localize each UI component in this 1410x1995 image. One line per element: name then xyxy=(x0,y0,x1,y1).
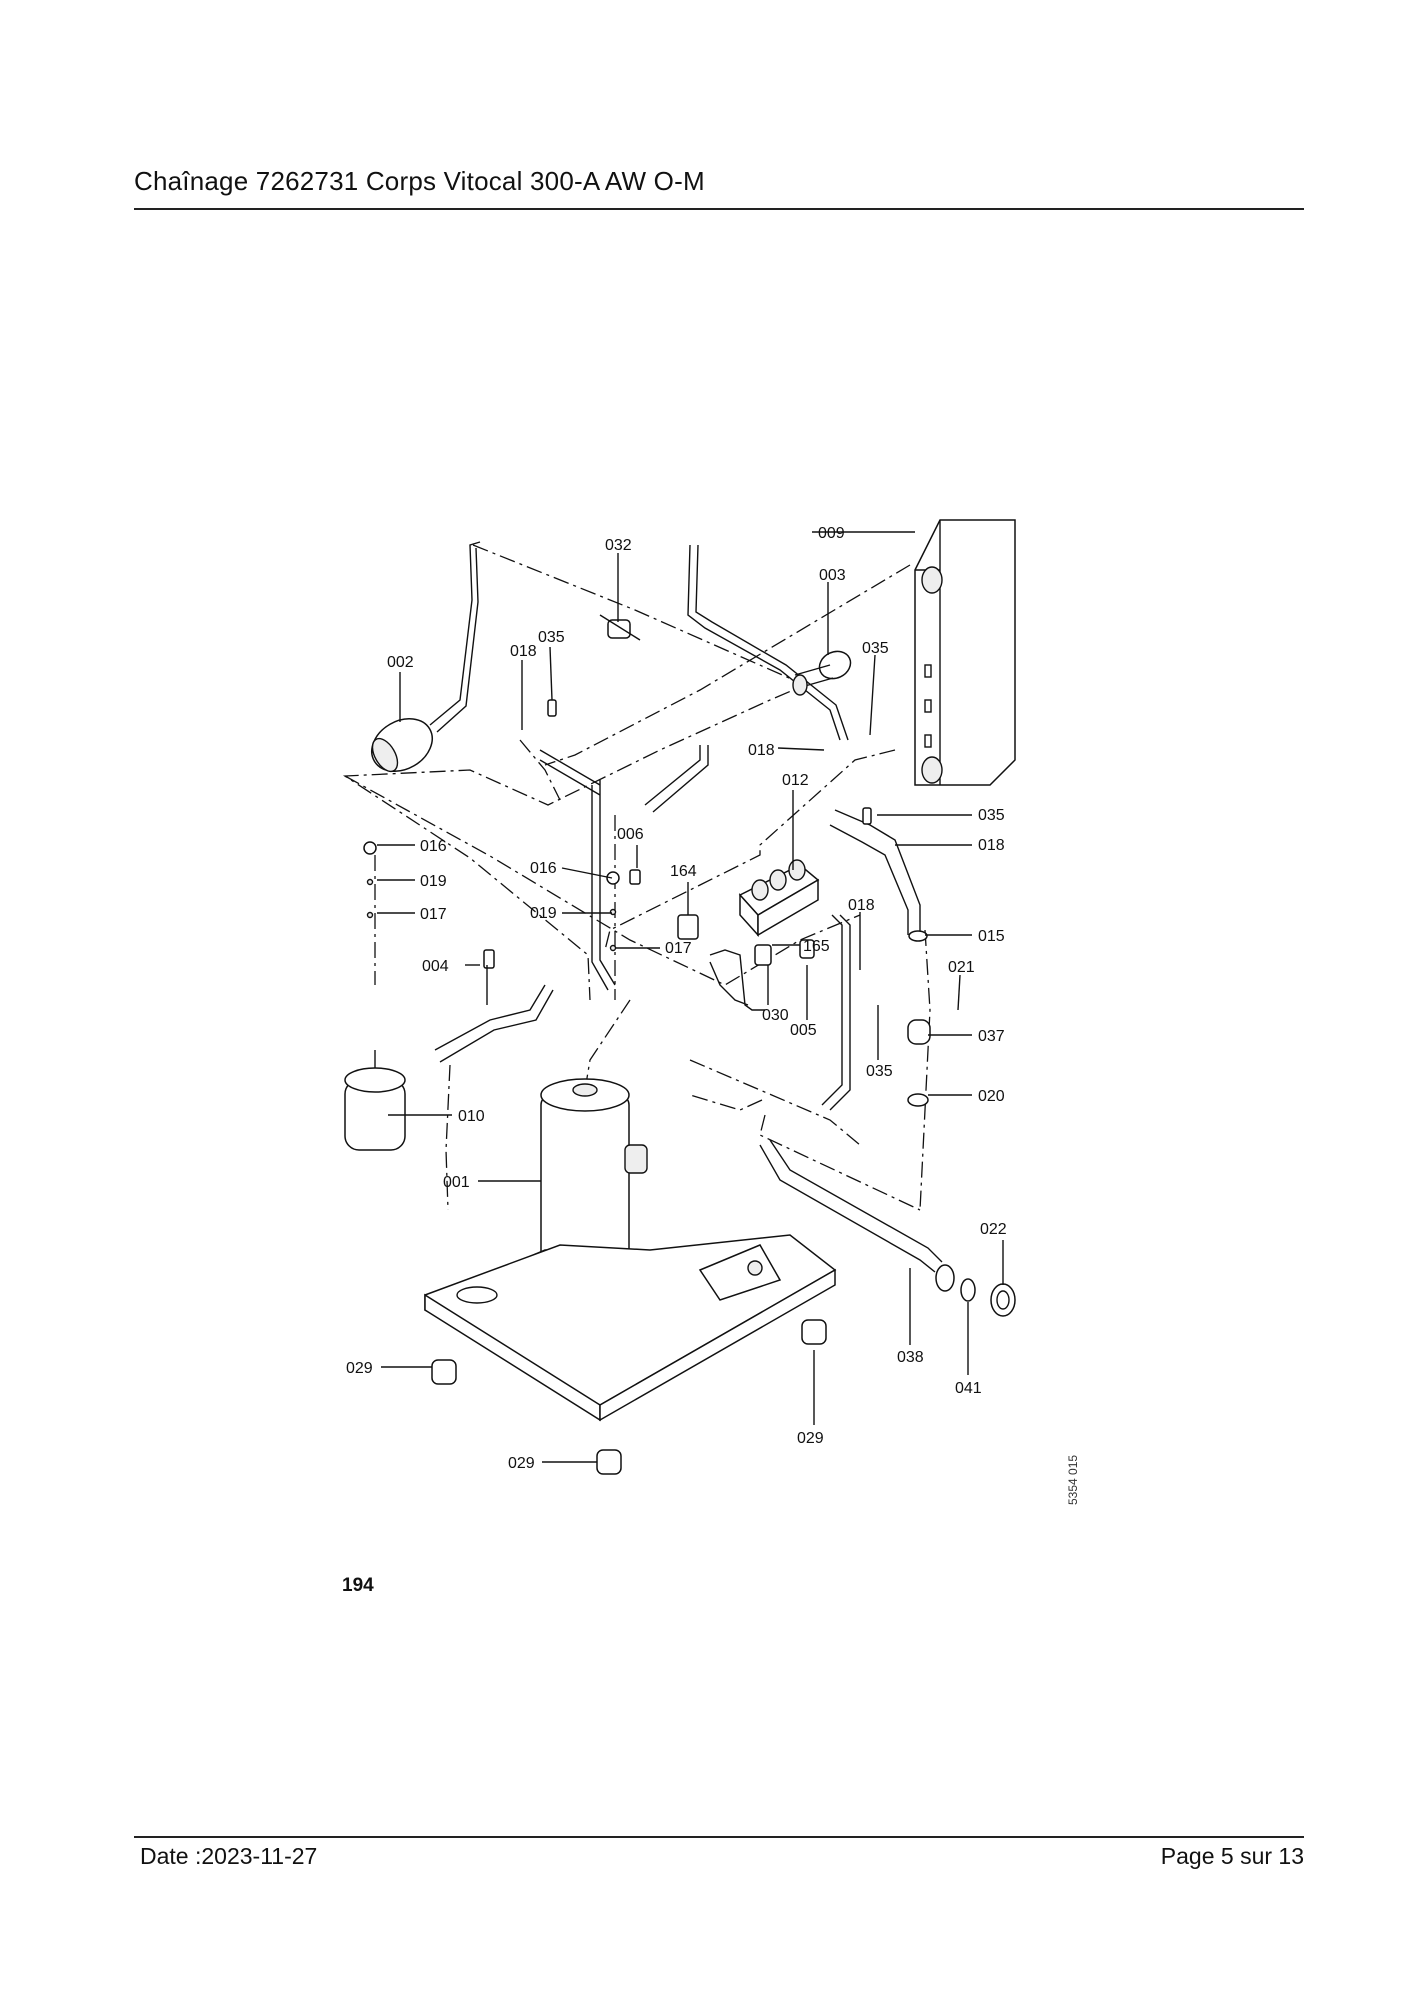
filter-drier-icon xyxy=(371,541,481,773)
footer-page-number: Page 5 sur 13 xyxy=(1160,1843,1304,1869)
callout-label: 029 xyxy=(797,1430,824,1447)
callout-label: 002 xyxy=(387,654,414,671)
rubber-feet-icons xyxy=(431,1319,827,1475)
solenoid-165-icon xyxy=(709,944,772,1011)
callout-label: 012 xyxy=(782,772,809,789)
page-title: Chaînage 7262731 Corps Vitocal 300-A AW … xyxy=(134,166,705,196)
drawing-code: 5354 015 xyxy=(1066,1454,1080,1505)
callout-label: 035 xyxy=(978,807,1005,824)
callout-label: 006 xyxy=(617,826,644,843)
four-way-valve-icon xyxy=(738,859,820,937)
callout-label: 035 xyxy=(862,640,889,657)
callout-label: 038 xyxy=(897,1349,924,1366)
callout-label: 020 xyxy=(978,1088,1005,1105)
callout-label: 021 xyxy=(948,959,975,976)
callout-label: 165 xyxy=(803,938,830,955)
callout-label: 032 xyxy=(605,537,632,554)
callout-label: 010 xyxy=(458,1108,485,1125)
callout-label: 030 xyxy=(762,1007,789,1024)
accumulator-icon xyxy=(344,1050,406,1151)
callout-label: 009 xyxy=(818,525,845,542)
callout-label: 029 xyxy=(346,1360,373,1377)
callout-label: 035 xyxy=(538,629,565,646)
callout-label: 041 xyxy=(955,1380,982,1397)
leader-lines xyxy=(377,531,1004,1463)
callout-label: 016 xyxy=(420,838,447,855)
callout-label: 016 xyxy=(530,860,557,877)
callout-label: 017 xyxy=(420,906,447,923)
base-plate-icon xyxy=(424,1234,837,1422)
callout-label: 018 xyxy=(748,742,775,759)
callout-label: 018 xyxy=(848,897,875,914)
callout-label: 022 xyxy=(980,1221,1007,1238)
callout-label: 029 xyxy=(508,1455,535,1472)
seal-rings-icons xyxy=(907,930,1016,1317)
callout-label: 005 xyxy=(790,1022,817,1039)
connector-032-icon xyxy=(599,614,641,641)
callout-label: 018 xyxy=(978,837,1005,854)
expansion-valve-icon xyxy=(792,650,852,696)
footer-date: Date :2023-11-27 xyxy=(140,1843,318,1869)
callout-label: 018 xyxy=(510,643,537,660)
small-fittings-icons xyxy=(363,699,872,969)
figure-number: 194 xyxy=(342,1575,374,1596)
header-rule xyxy=(134,208,1304,210)
callout-label: 037 xyxy=(978,1028,1005,1045)
callout-labels: 032 009 003 035 002 018 035 018 012 035 … xyxy=(346,525,1007,1472)
callout-label: 019 xyxy=(530,905,557,922)
callout-label: 017 xyxy=(665,940,692,957)
callout-label: 164 xyxy=(670,863,697,880)
callout-label: 035 xyxy=(866,1063,893,1080)
callout-label: 015 xyxy=(978,928,1005,945)
coil-164-icon xyxy=(677,914,699,940)
plate-heat-exchanger-icon xyxy=(914,519,1016,786)
callout-label: 004 xyxy=(422,958,449,975)
callout-label: 019 xyxy=(420,873,447,890)
callout-label: 003 xyxy=(819,567,846,584)
pipe-lines xyxy=(434,544,943,1273)
footer-rule xyxy=(134,1836,1304,1838)
callout-label: 001 xyxy=(443,1174,470,1191)
